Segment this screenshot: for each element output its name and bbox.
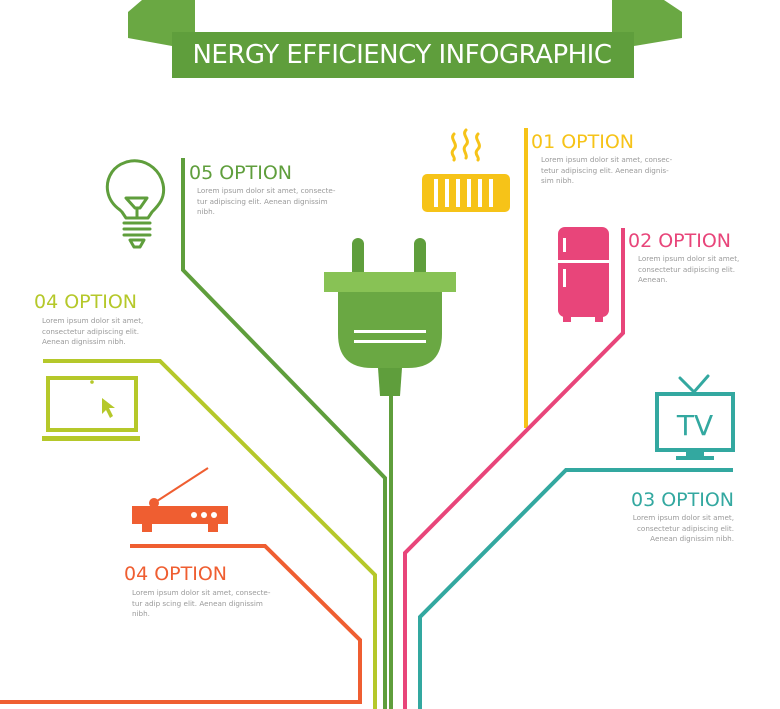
line-option-02 [403,228,625,709]
line-option-04-router [0,544,362,704]
line-option-05 [181,158,387,709]
heater-icon [422,128,510,212]
option-title: 02 OPTION [628,230,732,252]
page-title: NERGY EFFICIENCY INFOGRAPHIC [192,40,612,70]
router-icon [132,467,228,532]
option-title: 03 OPTION [630,489,734,511]
refrigerator-icon [558,227,609,322]
option-title: 04 OPTION [34,291,138,313]
line-option-03 [418,468,733,709]
title-banner: NERGY EFFICIENCY INFOGRAPHIC [172,32,634,78]
option-description: Lorem ipsum dolor sit amet, consecte- tu… [197,186,336,216]
option-description: Lorem ipsum dolor sit amet, consec- tetu… [541,155,673,185]
option-description: Lorem ipsum dolor sit amet, consectetur … [42,316,144,346]
option-description: Lorem ipsum dolor sit amet, consectetur … [632,513,734,543]
option-title: 01 OPTION [531,131,635,153]
light-bulb-icon [105,159,166,249]
option-title: 05 OPTION [189,162,293,184]
line-option-04-laptop [43,359,377,709]
option-description: Lorem ipsum dolor sit amet, consecte- tu… [132,588,271,618]
option-title: 04 OPTION [124,563,228,585]
tv-icon: TV [655,374,735,460]
laptop-icon [42,376,140,441]
power-plug-icon [324,238,456,396]
tv-icon-label: TV [676,409,713,442]
option-description: Lorem ipsum dolor sit amet, consectetur … [638,254,740,284]
